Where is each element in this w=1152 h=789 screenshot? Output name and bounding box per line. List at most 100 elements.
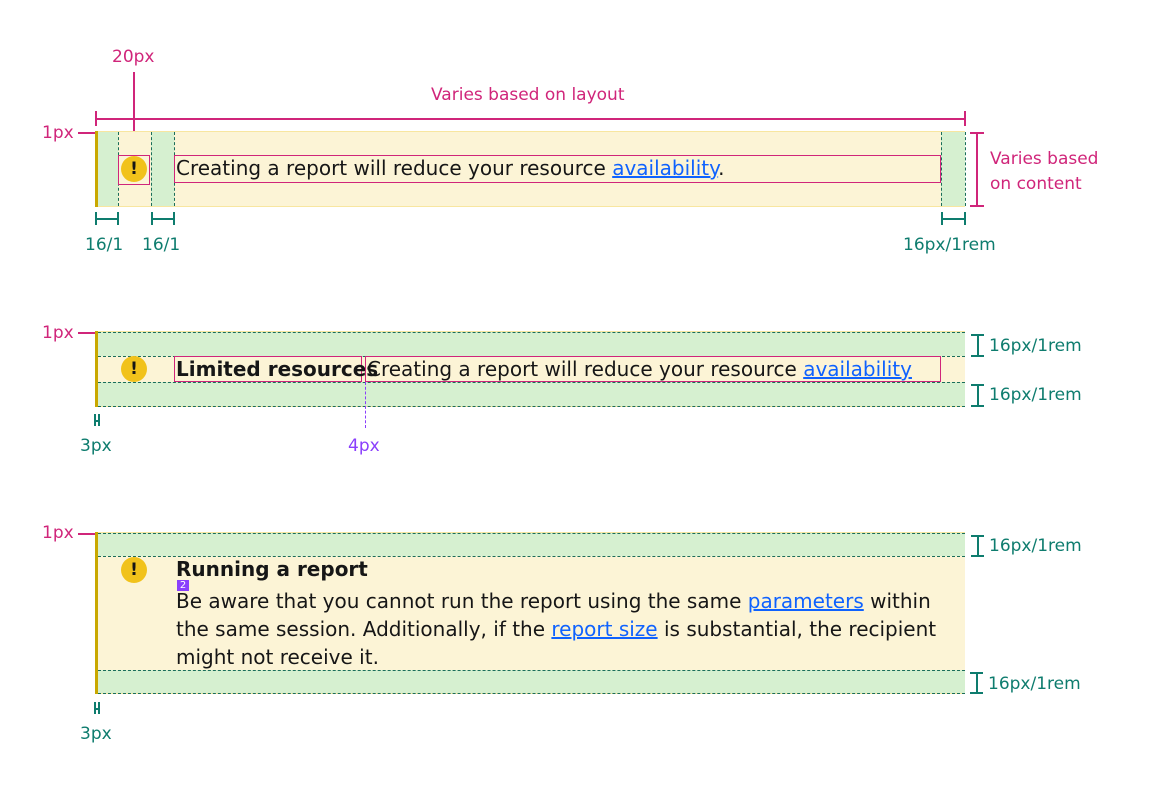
border-1px-leader <box>78 533 98 535</box>
padding-top-area <box>98 533 965 556</box>
guide <box>98 406 965 407</box>
body-text: is substantial, the recipient <box>657 617 937 641</box>
border-3px-label: 3px <box>80 436 112 456</box>
pad-bottom-measure-cap <box>970 672 983 674</box>
banner-left-border <box>95 331 98 407</box>
banner-message-text: Creating a report will reduce your resou… <box>367 357 804 381</box>
border-1px-label: 1px <box>42 123 74 143</box>
padding-icon-text-area <box>151 132 174 206</box>
pad-top-label: 16px/1rem <box>989 336 1082 356</box>
padding-left-area <box>98 132 118 206</box>
guide <box>98 382 965 383</box>
banner-message-text: Creating a report will reduce your resou… <box>176 156 613 180</box>
pad-top-label: 16px/1rem <box>989 536 1082 556</box>
width-dimension-left-tick <box>95 111 97 126</box>
height-varies-label: Varies based on content <box>990 149 1099 194</box>
guide <box>98 693 965 694</box>
border-1px-leader <box>78 332 98 334</box>
pad-measure-left-tick <box>117 212 119 225</box>
guide <box>98 332 965 333</box>
guide <box>98 670 965 671</box>
guide <box>941 132 942 206</box>
pad-measure-left-tick <box>95 212 97 225</box>
border-measure-tick <box>94 414 96 426</box>
banner-left-border <box>95 532 98 694</box>
border-measure <box>95 420 98 422</box>
height-dimension-line <box>976 132 978 206</box>
multiline-notification-banner <box>95 532 965 694</box>
text-bounding-box <box>365 356 941 382</box>
pad-bottom-measure-cap <box>970 692 983 694</box>
border-1px-label: 1px <box>42 523 74 543</box>
body-text: Be aware that you cannot run the report … <box>176 589 748 613</box>
pad-top-measure-cap <box>971 334 984 336</box>
body-text: within <box>863 589 931 613</box>
banner-body-line-3: might not receive it. <box>176 645 379 669</box>
pad-bottom-label: 16px/1rem <box>988 674 1081 694</box>
padding-top-area <box>98 332 965 356</box>
padding-right-area <box>941 132 965 206</box>
pad-top-measure-cap <box>971 555 984 557</box>
icon-bounding-box <box>118 155 150 185</box>
pad-mid-label: 16/1 <box>142 235 181 255</box>
border-measure-tick <box>94 702 96 714</box>
availability-link[interactable]: availability <box>803 357 912 381</box>
width-dimension-line <box>95 118 965 120</box>
title-bounding-box <box>174 356 362 382</box>
guide <box>98 556 965 557</box>
border-measure-tick <box>98 414 100 426</box>
pad-measure-mid-tick <box>173 212 175 225</box>
border-measure <box>95 708 98 710</box>
report-size-link[interactable]: report size <box>551 617 658 641</box>
banner-message: Creating a report will reduce your resou… <box>176 156 724 180</box>
gap-4px-label: 4px <box>348 436 380 456</box>
notification-banner <box>95 131 965 207</box>
border-3px-label: 3px <box>80 724 112 744</box>
width-dimension-right-tick <box>964 111 966 126</box>
text-bounding-box <box>174 155 941 183</box>
warning-icon: ! <box>121 557 147 583</box>
parameters-link[interactable]: parameters <box>747 589 864 613</box>
guide <box>965 132 966 206</box>
pad-bottom-measure <box>977 384 979 406</box>
icon-size-label: 20px <box>112 47 155 67</box>
warning-icon: ! <box>121 156 147 182</box>
width-varies-label: Varies based on layout <box>431 85 625 105</box>
title-gap-marker: 2 <box>177 580 189 591</box>
banner-message: Creating a report will reduce your resou… <box>367 357 912 381</box>
banner-body-line-1: Be aware that you cannot run the report … <box>176 589 931 613</box>
pad-top-measure <box>977 334 979 356</box>
pad-measure-right-tick <box>941 212 943 225</box>
banner-title: Limited resources <box>176 357 379 381</box>
body-text: the same session. Additionally, if the <box>176 617 552 641</box>
pad-measure-left <box>95 218 118 220</box>
availability-link[interactable]: availability <box>612 156 719 180</box>
guide <box>98 533 965 534</box>
pad-top-measure <box>977 535 979 556</box>
gap-4px-leader <box>365 382 366 428</box>
pad-right-label: 16px/1rem <box>903 235 996 255</box>
pad-bottom-measure-cap <box>971 384 984 386</box>
guide <box>151 132 152 206</box>
icon-size-leader <box>133 72 135 155</box>
height-dimension-top-tick <box>970 132 984 134</box>
padding-bottom-area <box>98 382 965 406</box>
pad-measure-right <box>941 218 965 220</box>
height-dimension-bottom-tick <box>970 205 984 207</box>
pad-measure-mid-tick <box>151 212 153 225</box>
pad-bottom-measure-cap <box>971 405 984 407</box>
pad-measure-mid <box>151 218 174 220</box>
warning-icon: ! <box>121 356 147 382</box>
banner-body-line-2: the same session. Additionally, if the r… <box>176 617 936 641</box>
banner-left-border <box>95 131 98 207</box>
pad-left-label: 16/1 <box>85 235 124 255</box>
pad-measure-right-tick <box>964 212 966 225</box>
banner-message-end: . <box>718 156 725 180</box>
banner-title: Running a report <box>176 557 368 581</box>
border-measure-tick <box>98 702 100 714</box>
padding-bottom-area <box>98 670 965 693</box>
border-1px-label: 1px <box>42 323 74 343</box>
pad-bottom-label: 16px/1rem <box>989 385 1082 405</box>
pad-top-measure-cap <box>971 535 984 537</box>
pad-bottom-measure <box>976 672 978 693</box>
